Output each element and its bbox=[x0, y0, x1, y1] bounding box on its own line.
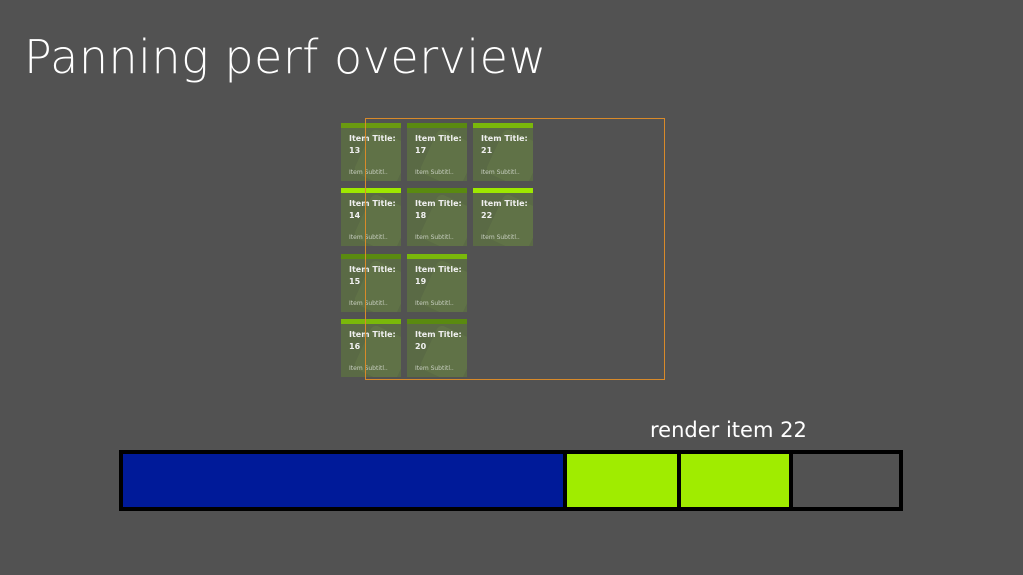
tile-title-number: 19 bbox=[415, 277, 427, 286]
tile-title-label: Item Title: bbox=[415, 199, 462, 208]
page-title: Panning perf overview bbox=[24, 30, 547, 84]
tile-title-number: 21 bbox=[481, 146, 493, 155]
tile-accent-bar bbox=[341, 123, 401, 128]
tile-title: Item Title: 14 bbox=[349, 198, 399, 222]
tile-subtitle: Item Subtitl.. bbox=[349, 365, 388, 372]
tile-accent-bar bbox=[341, 254, 401, 259]
tile-title: Item Title: 20 bbox=[415, 329, 465, 353]
tile-title-number: 14 bbox=[349, 211, 361, 220]
tile-subtitle: Item Subtitl.. bbox=[349, 234, 388, 241]
render-timeline bbox=[119, 450, 903, 511]
tile-title-label: Item Title: bbox=[349, 199, 396, 208]
tile-title-number: 13 bbox=[349, 146, 361, 155]
tile-title: Item Title: 16 bbox=[349, 329, 399, 353]
timeline-segment-green-2 bbox=[681, 454, 789, 507]
tile-title-label: Item Title: bbox=[349, 265, 396, 274]
tile-accent-bar bbox=[407, 254, 467, 259]
tile-subtitle: Item Subtitl.. bbox=[415, 169, 454, 176]
tile-accent-bar bbox=[341, 319, 401, 324]
tile-subtitle: Item Subtitl.. bbox=[481, 234, 520, 241]
tile-title-label: Item Title: bbox=[415, 265, 462, 274]
timeline-segment-blue bbox=[123, 454, 563, 507]
tile-subtitle: Item Subtitl.. bbox=[349, 300, 388, 307]
tile-subtitle: Item Subtitl.. bbox=[481, 169, 520, 176]
tile-subtitle: Item Subtitl.. bbox=[415, 365, 454, 372]
tile-title: Item Title: 13 bbox=[349, 133, 399, 157]
tile-title: Item Title: 19 bbox=[415, 264, 465, 288]
tile-accent-bar bbox=[473, 188, 533, 193]
tile-subtitle: Item Subtitl.. bbox=[415, 234, 454, 241]
tile-accent-bar bbox=[473, 123, 533, 128]
tile-title-number: 22 bbox=[481, 211, 493, 220]
timeline-caption: render item 22 bbox=[650, 418, 807, 442]
tile-title: Item Title: 21 bbox=[481, 133, 531, 157]
tile-title: Item Title: 22 bbox=[481, 198, 531, 222]
tile-accent-bar bbox=[341, 188, 401, 193]
tile-title-label: Item Title: bbox=[481, 134, 528, 143]
tile-title-number: 16 bbox=[349, 342, 361, 351]
tile-title-number: 15 bbox=[349, 277, 361, 286]
tile-title-label: Item Title: bbox=[349, 134, 396, 143]
timeline-segment-green-1 bbox=[567, 454, 677, 507]
tile-title-label: Item Title: bbox=[481, 199, 528, 208]
tile-title-number: 17 bbox=[415, 146, 427, 155]
tile-title-number: 18 bbox=[415, 211, 427, 220]
tile-title-number: 20 bbox=[415, 342, 427, 351]
tile-title: Item Title: 15 bbox=[349, 264, 399, 288]
tile-subtitle: Item Subtitl.. bbox=[415, 300, 454, 307]
tile-accent-bar bbox=[407, 188, 467, 193]
tile-title-label: Item Title: bbox=[349, 330, 396, 339]
tile-accent-bar bbox=[407, 123, 467, 128]
tile-title: Item Title: 17 bbox=[415, 133, 465, 157]
tile-title: Item Title: 18 bbox=[415, 198, 465, 222]
tile-accent-bar bbox=[407, 319, 467, 324]
tile-title-label: Item Title: bbox=[415, 330, 462, 339]
tile-subtitle: Item Subtitl.. bbox=[349, 169, 388, 176]
timeline-segment-gray bbox=[793, 454, 899, 507]
tile-title-label: Item Title: bbox=[415, 134, 462, 143]
